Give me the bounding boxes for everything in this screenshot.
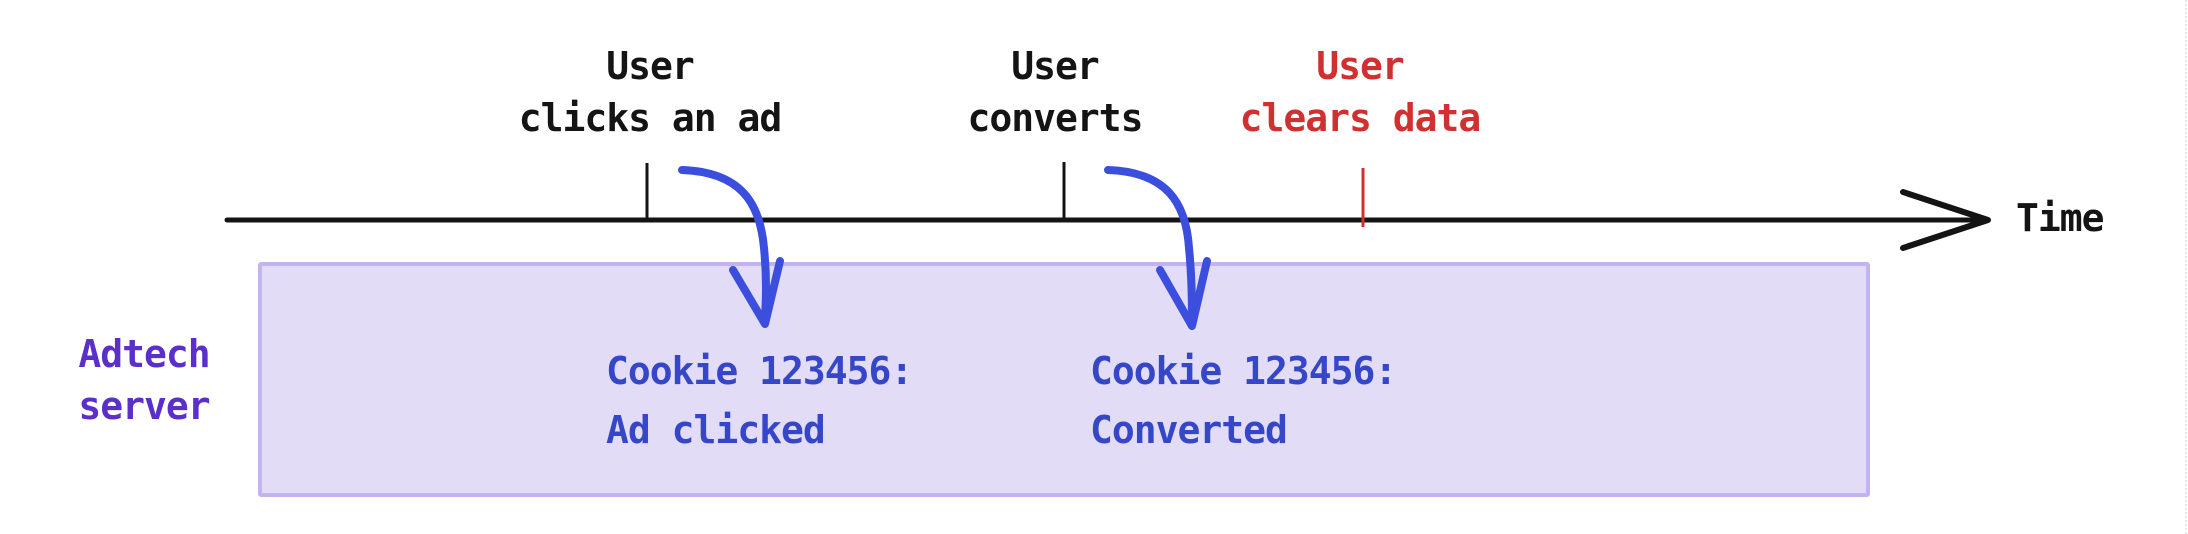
event-label-user-converts: User converts — [967, 44, 1143, 140]
arrowhead-click-to-cookie-icon — [729, 257, 784, 328]
cookie-record-converted: Cookie 123456: Converted — [1090, 349, 1397, 452]
event-label-user-clears-data: User clears data — [1239, 44, 1482, 140]
arrow-convert-to-cookie-icon — [1104, 166, 1196, 324]
time-axis-label: Time — [2016, 196, 2105, 240]
arrowhead-convert-to-cookie-icon — [1156, 257, 1211, 330]
arrow-click-to-cookie-icon — [678, 166, 770, 322]
canvas-edge-guide — [2185, 0, 2187, 534]
time-axis-arrowhead-icon — [1900, 189, 1991, 251]
adtech-server-box — [258, 262, 1870, 497]
adtech-server-label: Adtech server — [78, 332, 210, 428]
event-label-user-clicks-ad: User clicks an ad — [518, 44, 783, 140]
cookie-record-ad-clicked: Cookie 123456: Ad clicked — [606, 349, 913, 452]
